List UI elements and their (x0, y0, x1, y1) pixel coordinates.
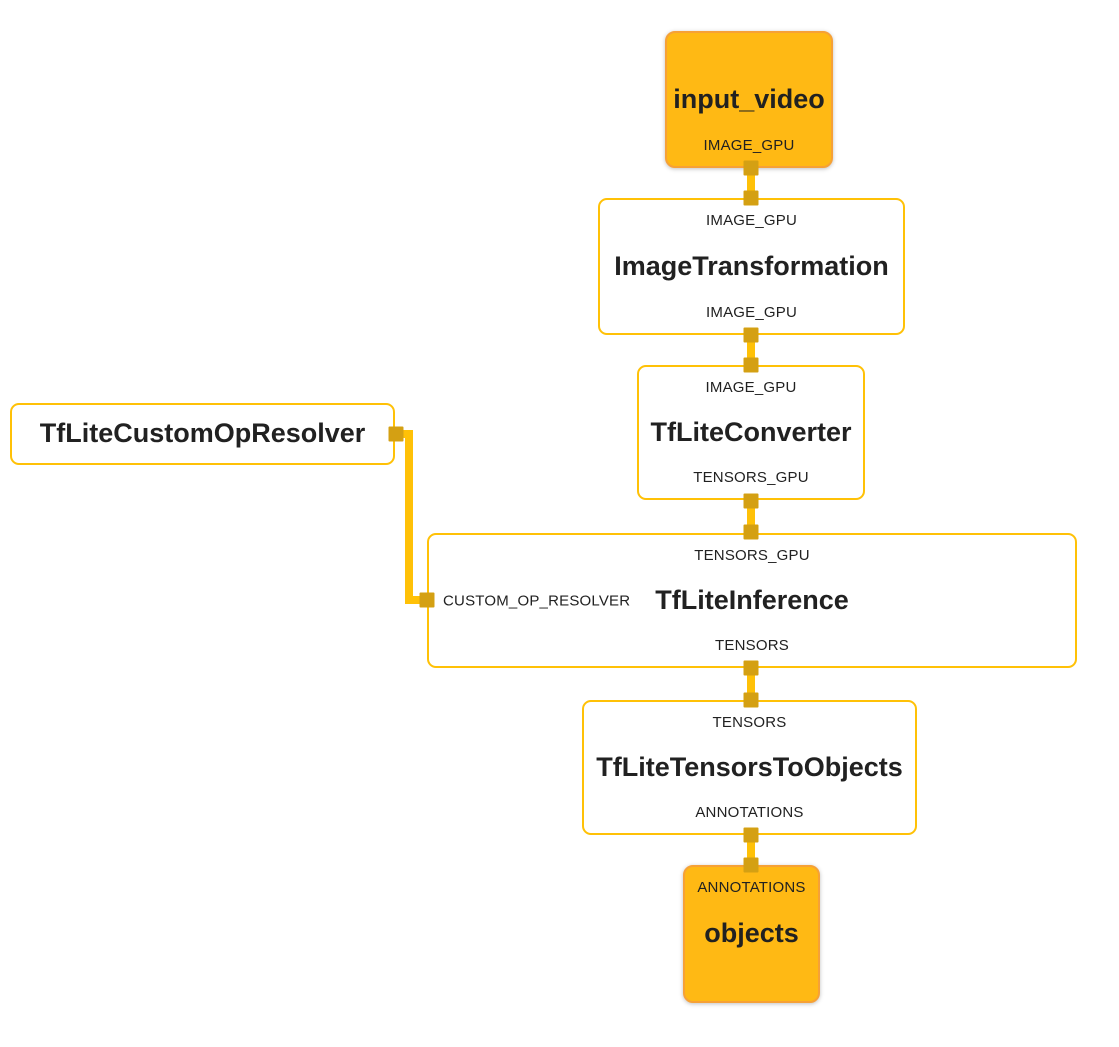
node-image-transformation-title: ImageTransformation (614, 250, 889, 281)
node-tflite-inference-input-label: TENSORS_GPU (694, 547, 810, 564)
node-input-video-output-label: IMAGE_GPU (703, 137, 795, 154)
node-tflite-tensors-to-objects-input-label: TENSORS (712, 714, 787, 731)
node-objects-title: objects (704, 918, 799, 949)
node-tflite-tensors-to-objects-title: TfLiteTensorsToObjects (596, 751, 903, 782)
node-tflite-tensors-to-objects-output-label: ANNOTATIONS (695, 804, 804, 821)
node-tflite-inference-title: TfLiteInference (655, 584, 849, 615)
node-input-video[interactable]: input_video IMAGE_GPU (665, 31, 833, 168)
node-tflite-converter-output-label: TENSORS_GPU (693, 469, 809, 486)
node-objects-input-label: ANNOTATIONS (697, 879, 806, 896)
node-tflite-inference-side-input-label: CUSTOM_OP_RESOLVER (443, 592, 631, 609)
node-tflite-custom-op-resolver-title: TfLiteCustomOpResolver (39, 418, 366, 449)
node-tflite-custom-op-resolver[interactable]: TfLiteCustomOpResolver (10, 403, 395, 465)
node-tflite-inference-output-label: TENSORS (715, 637, 789, 654)
node-image-transformation[interactable]: IMAGE_GPU ImageTransformation IMAGE_GPU (598, 198, 905, 335)
node-tflite-converter[interactable]: IMAGE_GPU TfLiteConverter TENSORS_GPU (637, 365, 865, 500)
node-input-video-title: input_video (673, 83, 825, 114)
node-tflite-tensors-to-objects[interactable]: TENSORS TfLiteTensorsToObjects ANNOTATIO… (582, 700, 917, 835)
node-image-transformation-output-label: IMAGE_GPU (706, 304, 797, 321)
edge-tflite-custom-op-resolver-to-tflite-inference (396, 430, 427, 604)
node-tflite-converter-input-label: IMAGE_GPU (705, 379, 797, 396)
node-tflite-converter-title: TfLiteConverter (650, 416, 852, 447)
node-tflite-inference[interactable]: TENSORS_GPU CUSTOM_OP_RESOLVER TfLiteInf… (427, 533, 1077, 668)
node-objects[interactable]: ANNOTATIONS objects (683, 865, 820, 1003)
node-image-transformation-input-label: IMAGE_GPU (706, 212, 797, 229)
